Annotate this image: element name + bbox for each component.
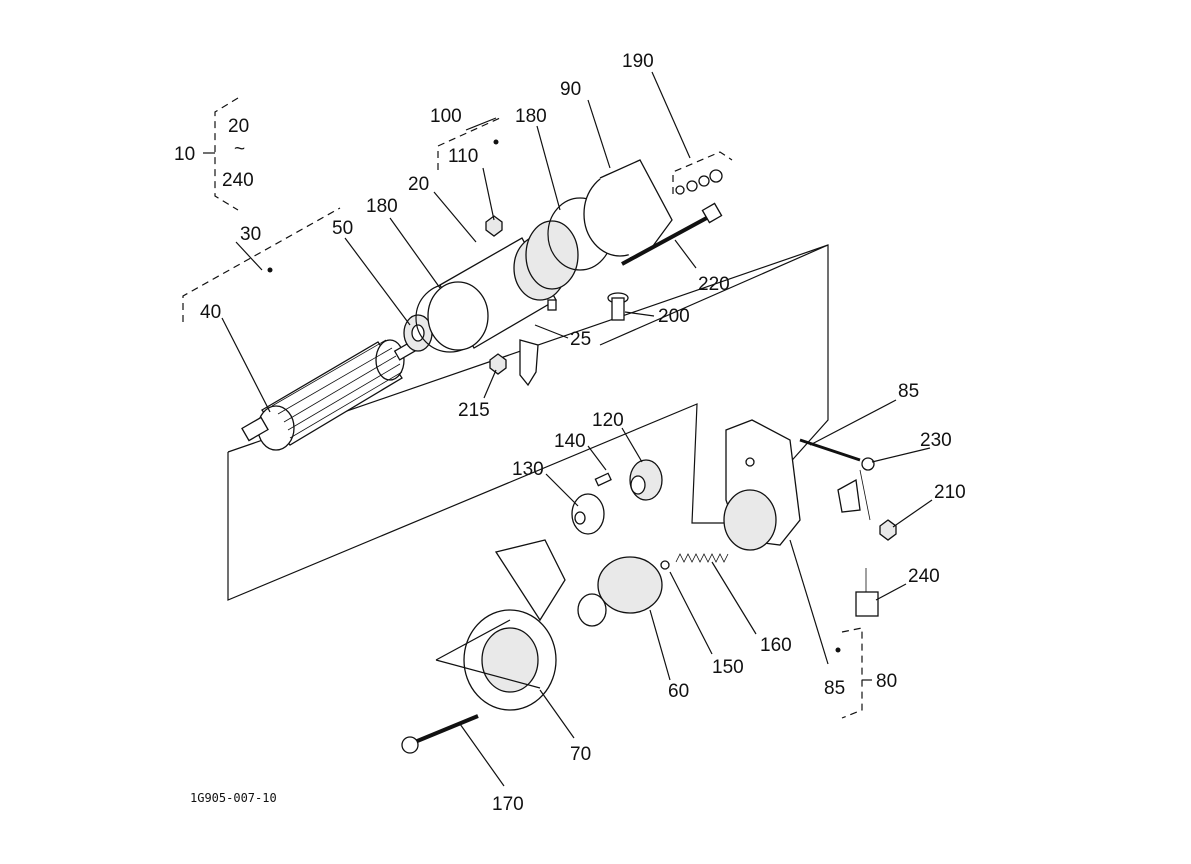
long-bolt-part (401, 714, 479, 754)
part-labels: 10 20 ~ 240 30 40 50 180 20 110 100 180 … (174, 51, 966, 815)
label-240-top: 240 (222, 170, 254, 191)
pinion-clutch-part (577, 556, 663, 627)
ball-part (660, 560, 670, 570)
through-bolt-part (621, 202, 723, 266)
label-85-bottom: 85 (824, 678, 845, 699)
label-85-top: 85 (898, 381, 919, 402)
label-80: 80 (876, 671, 897, 692)
nut-part (485, 215, 503, 237)
screw-part (607, 292, 629, 321)
solenoid-housing-part (723, 419, 801, 551)
solenoid-terminal-part (799, 438, 897, 617)
label-230: 230 (920, 430, 952, 451)
label-150: 150 (712, 657, 744, 678)
label-40: 40 (200, 302, 221, 323)
pin-part (594, 472, 612, 487)
label-180-left: 180 (366, 196, 398, 217)
label-120: 120 (592, 410, 624, 431)
label-50: 50 (332, 218, 353, 239)
label-10: 10 (174, 144, 195, 165)
brush-holder-part (525, 220, 579, 311)
collar-part (571, 493, 605, 535)
label-130: 130 (512, 459, 544, 480)
drawing-code: 1G905-007-10 (190, 791, 277, 805)
label-200: 200 (658, 306, 690, 327)
gear-part (629, 459, 663, 501)
group-brackets (182, 97, 872, 719)
label-210: 210 (934, 482, 966, 503)
label-220: 220 (698, 274, 730, 295)
label-90: 90 (560, 79, 581, 100)
front-housing-part (463, 539, 566, 711)
nut-215-part (489, 353, 507, 375)
label-tilde: ~ (234, 139, 245, 160)
armature-part (241, 339, 417, 451)
label-190: 190 (622, 51, 654, 72)
group-dots (267, 139, 841, 653)
label-140: 140 (554, 431, 586, 452)
label-100: 100 (430, 106, 462, 127)
lever-part (519, 339, 539, 387)
label-20: 20 (408, 174, 429, 195)
label-240: 240 (908, 566, 940, 587)
label-110: 110 (448, 146, 478, 167)
label-20-top: 20 (228, 116, 249, 137)
label-60: 60 (668, 681, 689, 702)
leader-lines (221, 71, 933, 787)
label-70: 70 (570, 744, 591, 765)
label-25: 25 (570, 329, 591, 350)
label-160: 160 (760, 635, 792, 656)
label-215: 215 (458, 400, 490, 421)
washer-set-part (675, 169, 723, 195)
label-30: 30 (240, 224, 261, 245)
spring-part (675, 553, 729, 563)
label-170: 170 (492, 794, 524, 815)
label-180-right: 180 (515, 106, 547, 127)
